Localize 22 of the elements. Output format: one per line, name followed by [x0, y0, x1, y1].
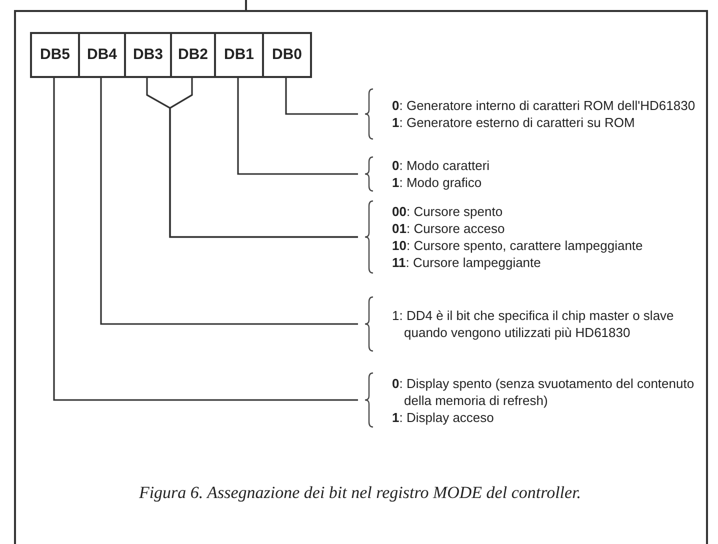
- connector-line: [285, 78, 358, 115]
- bit-description: 1: Generatore esterno di caratteri su ROM: [392, 114, 636, 131]
- bit-description: 00: Cursore spento: [392, 203, 504, 220]
- bit-description: 01: Cursore acceso: [392, 220, 506, 237]
- figure-caption: Figura 6. Assegnazione dei bit nel registro MODE del controller.: [138, 482, 582, 504]
- bit-description: 0: Generatore interno di caratteri ROM dell'HD61830: [392, 97, 696, 114]
- register-bit-cell: DB4: [78, 32, 126, 78]
- connector-line: [53, 78, 358, 401]
- bit-description: 0: Display spento (senza svuotamento del contenuto della memoria di refresh): [392, 374, 696, 408]
- connector-line: [100, 78, 358, 325]
- register-bit-cell: DB1: [214, 32, 264, 78]
- bit-description: 10: Cursore spento, carattere lampeggiante: [392, 237, 644, 254]
- connector-line: [237, 78, 358, 175]
- register-bit-cell: DB3: [124, 32, 172, 78]
- register-bit-cell: DB2: [170, 32, 216, 78]
- register-bit-cell: DB5: [30, 32, 80, 78]
- bit-description: 1: DD4 è il bit che specifica il chip master o slave quando vengono utilizzati più HD61830: [392, 307, 675, 341]
- bit-description: 11: Cursore lampeggiante: [392, 254, 542, 271]
- bit-description: 0: Modo caratteri: [392, 157, 491, 174]
- register-bit-cell: DB0: [262, 32, 312, 78]
- bit-description: 1: Display acceso: [392, 408, 495, 426]
- bit-description: 1: Modo grafico: [392, 174, 483, 191]
